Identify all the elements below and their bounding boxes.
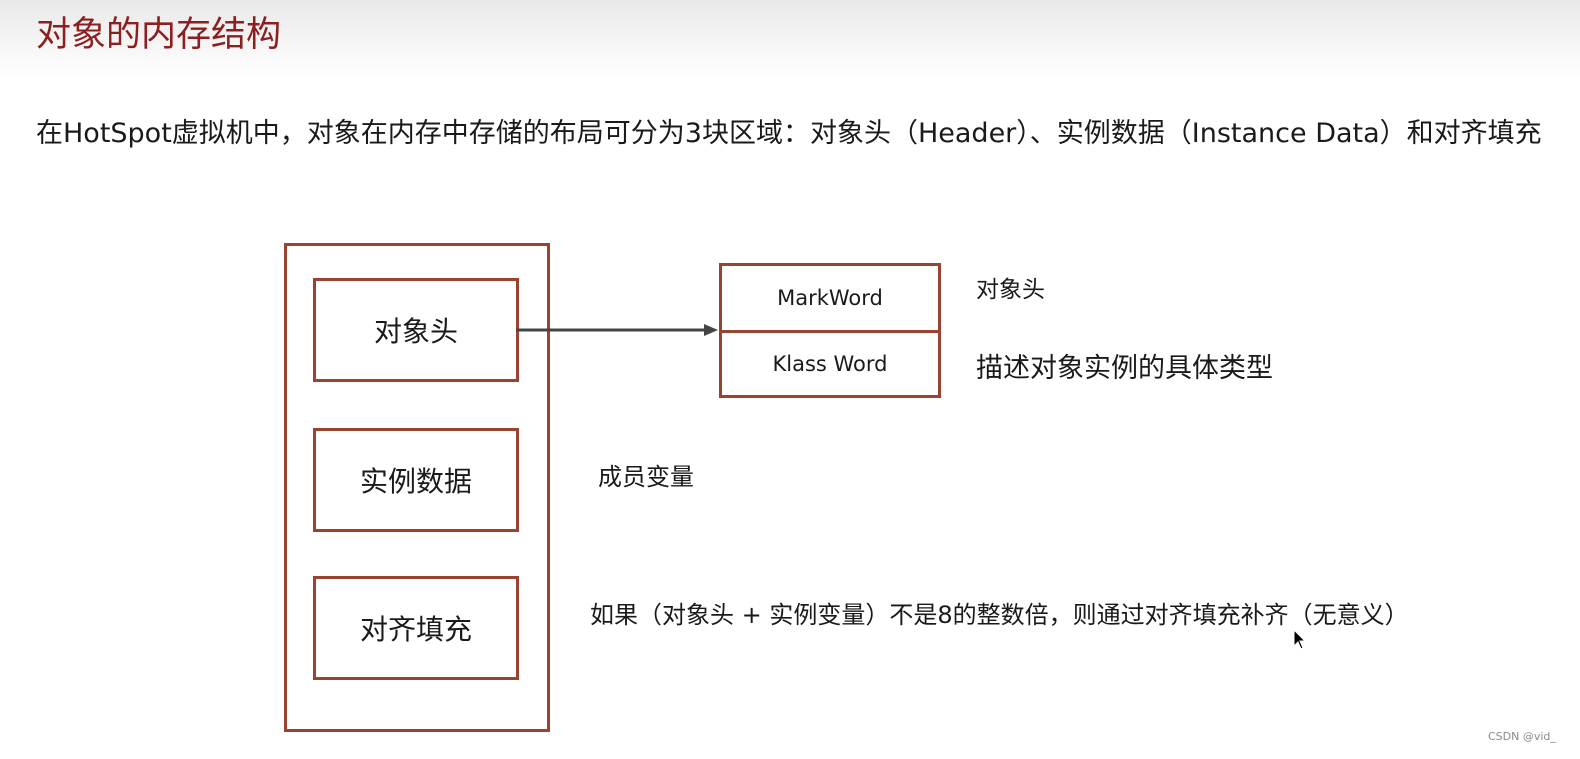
instance-data-label: 实例数据 [359, 465, 472, 498]
klassword-cell: Klass Word [772, 352, 888, 376]
instance-data-note: 成员变量 [598, 463, 694, 491]
slide-title: 对象的内存结构 [36, 15, 282, 55]
object-header-label: 对象头 [373, 315, 458, 348]
intro-paragraph: 在HotSpot虚拟机中，对象在内存中存储的布局可分为3块区域：对象头（Head… [36, 118, 1542, 149]
object-header-box: 对象头 [313, 278, 519, 382]
padding-label: 对齐填充 [359, 613, 472, 646]
header-detail-box: MarkWord Klass Word [719, 263, 941, 398]
padding-box: 对齐填充 [313, 576, 519, 680]
watermark: CSDN @vid_ [1488, 730, 1556, 743]
markword-note: 对象头 [976, 277, 1045, 303]
markword-cell: MarkWord [722, 266, 938, 333]
title-band [0, 0, 1580, 78]
header-arrow [516, 324, 718, 336]
mouse-cursor-icon [1293, 629, 1307, 650]
klassword-note: 描述对象实例的具体类型 [976, 353, 1273, 384]
padding-note: 如果（对象头 + 实例变量）不是8的整数倍，则通过对齐填充补齐（无意义） [590, 601, 1409, 629]
instance-data-box: 实例数据 [313, 428, 519, 532]
